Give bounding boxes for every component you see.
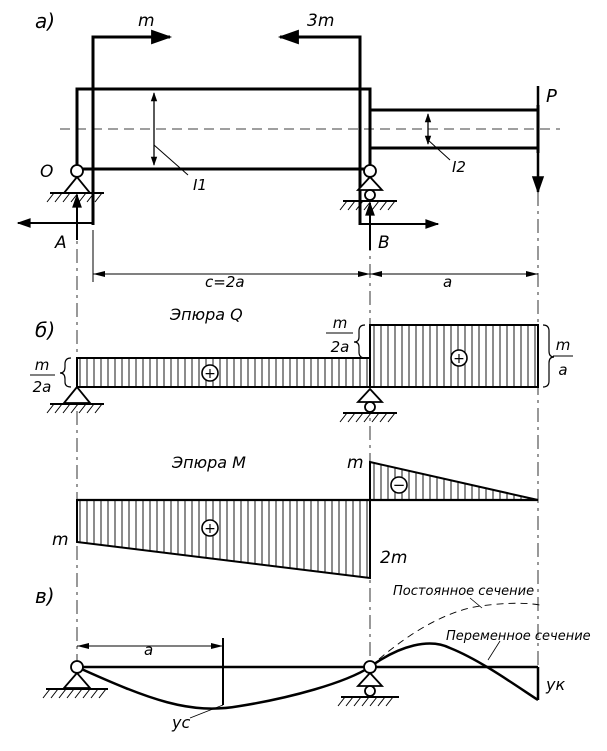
support-o-label: O [40, 162, 53, 182]
deflection-diagram: a yc yк Постоянное сечение Переменное се… [42, 584, 591, 732]
support-a: O A [16, 162, 104, 253]
inertia-2-label: I2 [452, 158, 466, 176]
q-sign-right: + [453, 351, 465, 367]
dimension-line: c=2a a [92, 230, 538, 291]
span-c-label: c=2a [205, 273, 245, 291]
support-a-label: A [54, 233, 67, 253]
yc-label: yc [171, 713, 190, 732]
q-right-num: m [556, 336, 571, 354]
part-v-label: в) [35, 584, 55, 608]
yk-label: yк [545, 675, 565, 694]
q-diagram-title: Эпюра Q [169, 305, 243, 324]
m-region-right [369, 460, 539, 501]
moment-m-label: m [138, 11, 155, 31]
force-p-label: P [546, 86, 557, 107]
q-mid-num: m [333, 314, 348, 332]
force-p: P [531, 86, 557, 194]
q-sign-left: + [204, 366, 216, 382]
var-section-label: Переменное сечение [446, 629, 591, 644]
m-bottom-b-value: 2m [380, 548, 407, 568]
shear-diagram: Эпюра Q + + m 2a m 2a m a [30, 305, 573, 423]
elastic-line-constant [369, 602, 541, 668]
m-left-value: m [52, 530, 69, 550]
q-left-den: 2a [33, 378, 52, 396]
moment-3m-label: 3m [307, 11, 334, 31]
beam-structure [60, 87, 560, 171]
support-b-label: B [378, 233, 390, 253]
part-b-label: б) [35, 318, 55, 342]
moment-diagram: Эпюра M + − m m 2m [52, 453, 539, 580]
q-region-left [76, 357, 371, 388]
moment-3m-couple: 3m [277, 11, 362, 225]
m-region-left [76, 499, 371, 580]
support-b: B [339, 164, 440, 253]
moment-m-couple: m [91, 11, 173, 225]
part-a-label: а) [35, 9, 55, 33]
m-diagram-title: Эпюра M [171, 453, 246, 472]
inertia-1-label: I1 [193, 176, 207, 194]
m-top-b-value: m [347, 453, 364, 473]
m-sign-right: − [393, 476, 406, 494]
m-sign-left: + [204, 521, 216, 537]
q-mid-den: 2a [331, 338, 350, 356]
const-section-label: Постоянное сечение [393, 584, 534, 599]
q-right-den: a [558, 361, 567, 379]
defl-a-label: a [144, 641, 153, 659]
q-left-num: m [35, 356, 50, 374]
span-a-label: a [443, 273, 452, 291]
elastic-line-variable [76, 642, 539, 710]
